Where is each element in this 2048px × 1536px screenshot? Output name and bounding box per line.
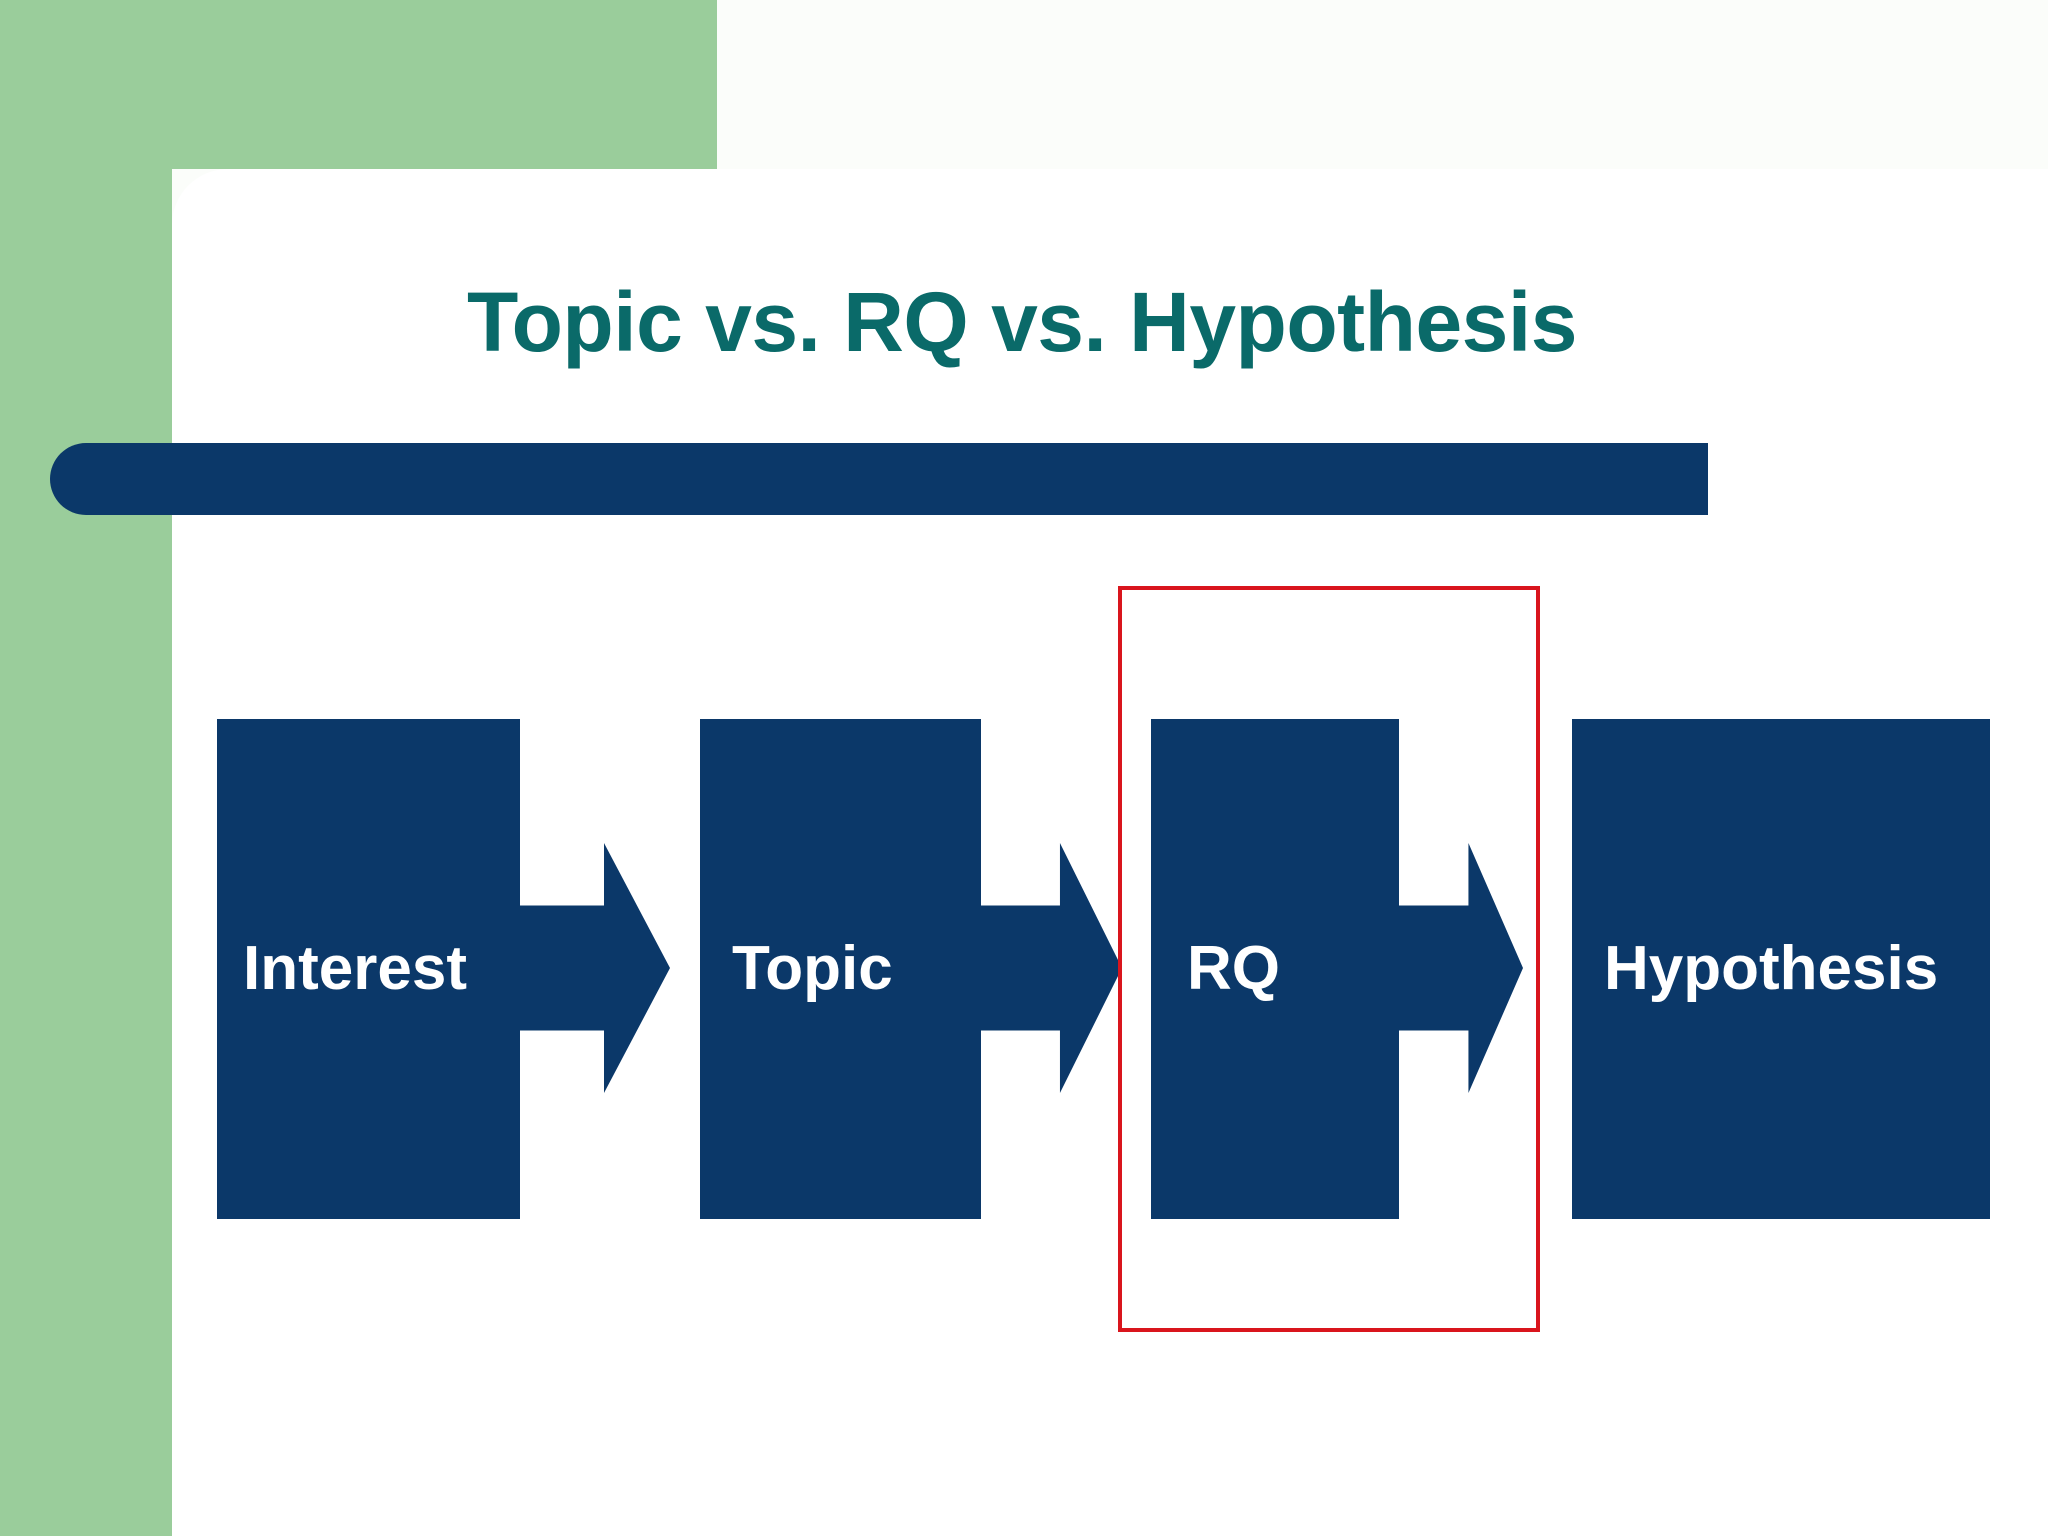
process-step-hypothesis[interactable]: Hypothesis [1572, 719, 1990, 1219]
arrow-right-icon [981, 843, 1122, 1093]
title-divider-bar [50, 443, 1708, 515]
process-step-topic[interactable]: Topic [700, 719, 981, 1219]
process-step-label: RQ [1187, 934, 1280, 1003]
arrow-right-icon [520, 843, 670, 1093]
process-step-rq[interactable]: RQ [1151, 719, 1399, 1219]
process-step-label: Hypothesis [1604, 934, 1939, 1003]
process-step-interest[interactable]: Interest [217, 719, 520, 1219]
left-green-band [0, 0, 172, 1536]
arrow-right-icon [1399, 843, 1523, 1093]
process-step-label: Topic [732, 934, 893, 1003]
top-green-block [0, 0, 717, 169]
process-step-label: Interest [243, 934, 467, 1003]
slide-title: Topic vs. RQ vs. Hypothesis [467, 275, 1577, 369]
